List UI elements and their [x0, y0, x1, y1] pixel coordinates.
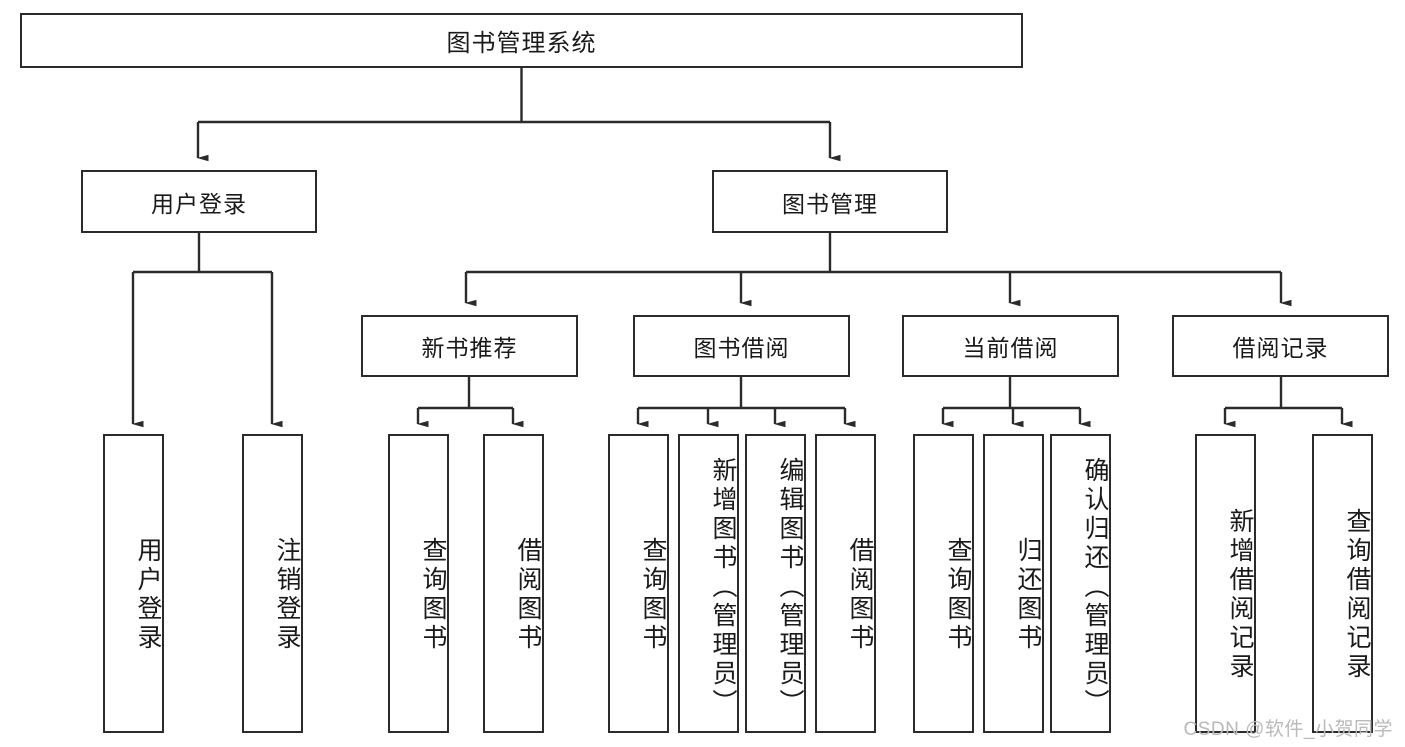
node-label: 借阅图书: [514, 536, 542, 653]
node-new-book-recommend[interactable]: 新书推荐: [361, 315, 578, 377]
node-label: 新增借阅记录: [1226, 507, 1254, 682]
leaf-user-login-signin[interactable]: 用户登录: [103, 434, 164, 733]
node-book-borrow[interactable]: 图书借阅: [633, 315, 850, 377]
node-label: 借阅图书: [846, 536, 874, 653]
leaf-borrow-record-add[interactable]: 新增借阅记录: [1195, 434, 1256, 733]
leaf-current-borrow-return[interactable]: 归还图书: [983, 434, 1044, 733]
node-label: 图书管理: [782, 190, 878, 217]
node-label: 用户登录: [151, 190, 247, 217]
leaf-new-book-query[interactable]: 查询图书: [388, 434, 449, 733]
node-label: 归还图书: [1014, 536, 1042, 653]
node-borrow-record[interactable]: 借阅记录: [1172, 315, 1389, 377]
node-label: 当前借阅: [962, 335, 1059, 361]
node-label: 编辑图书（管理员）: [776, 457, 804, 718]
node-label: 查询图书: [944, 536, 972, 653]
leaf-book-borrow-edit[interactable]: 编辑图书（管理员）: [745, 434, 806, 733]
node-current-borrow[interactable]: 当前借阅: [902, 315, 1119, 377]
leaf-new-book-borrow[interactable]: 借阅图书: [483, 434, 544, 733]
node-label: 查询借阅记录: [1343, 507, 1371, 682]
node-label: 确认归还（管理员）: [1081, 457, 1109, 718]
node-label: 图书管理系统: [446, 30, 597, 57]
leaf-book-borrow-add[interactable]: 新增图书（管理员）: [678, 434, 739, 733]
node-root-system[interactable]: 图书管理系统: [20, 13, 1023, 68]
leaf-book-borrow-borrow[interactable]: 借阅图书: [815, 434, 876, 733]
watermark-text: CSDN @软件_小贺同学: [1183, 719, 1393, 740]
leaf-borrow-record-query[interactable]: 查询借阅记录: [1312, 434, 1373, 733]
node-book-management[interactable]: 图书管理: [712, 170, 948, 233]
node-label: 图书借阅: [693, 335, 790, 361]
leaf-book-borrow-query[interactable]: 查询图书: [608, 434, 669, 733]
node-label: 新增图书（管理员）: [709, 457, 737, 718]
leaf-current-borrow-query[interactable]: 查询图书: [913, 434, 974, 733]
node-label: 查询图书: [639, 536, 667, 653]
node-user-login[interactable]: 用户登录: [81, 170, 317, 233]
node-label: 借阅记录: [1232, 335, 1329, 361]
node-label: 查询图书: [419, 536, 447, 653]
node-label: 新书推荐: [421, 335, 518, 361]
leaf-user-login-logout[interactable]: 注销登录: [242, 434, 303, 733]
leaf-current-borrow-confirm[interactable]: 确认归还（管理员）: [1050, 434, 1111, 733]
node-label: 用户登录: [134, 536, 162, 653]
node-label: 注销登录: [273, 536, 301, 653]
